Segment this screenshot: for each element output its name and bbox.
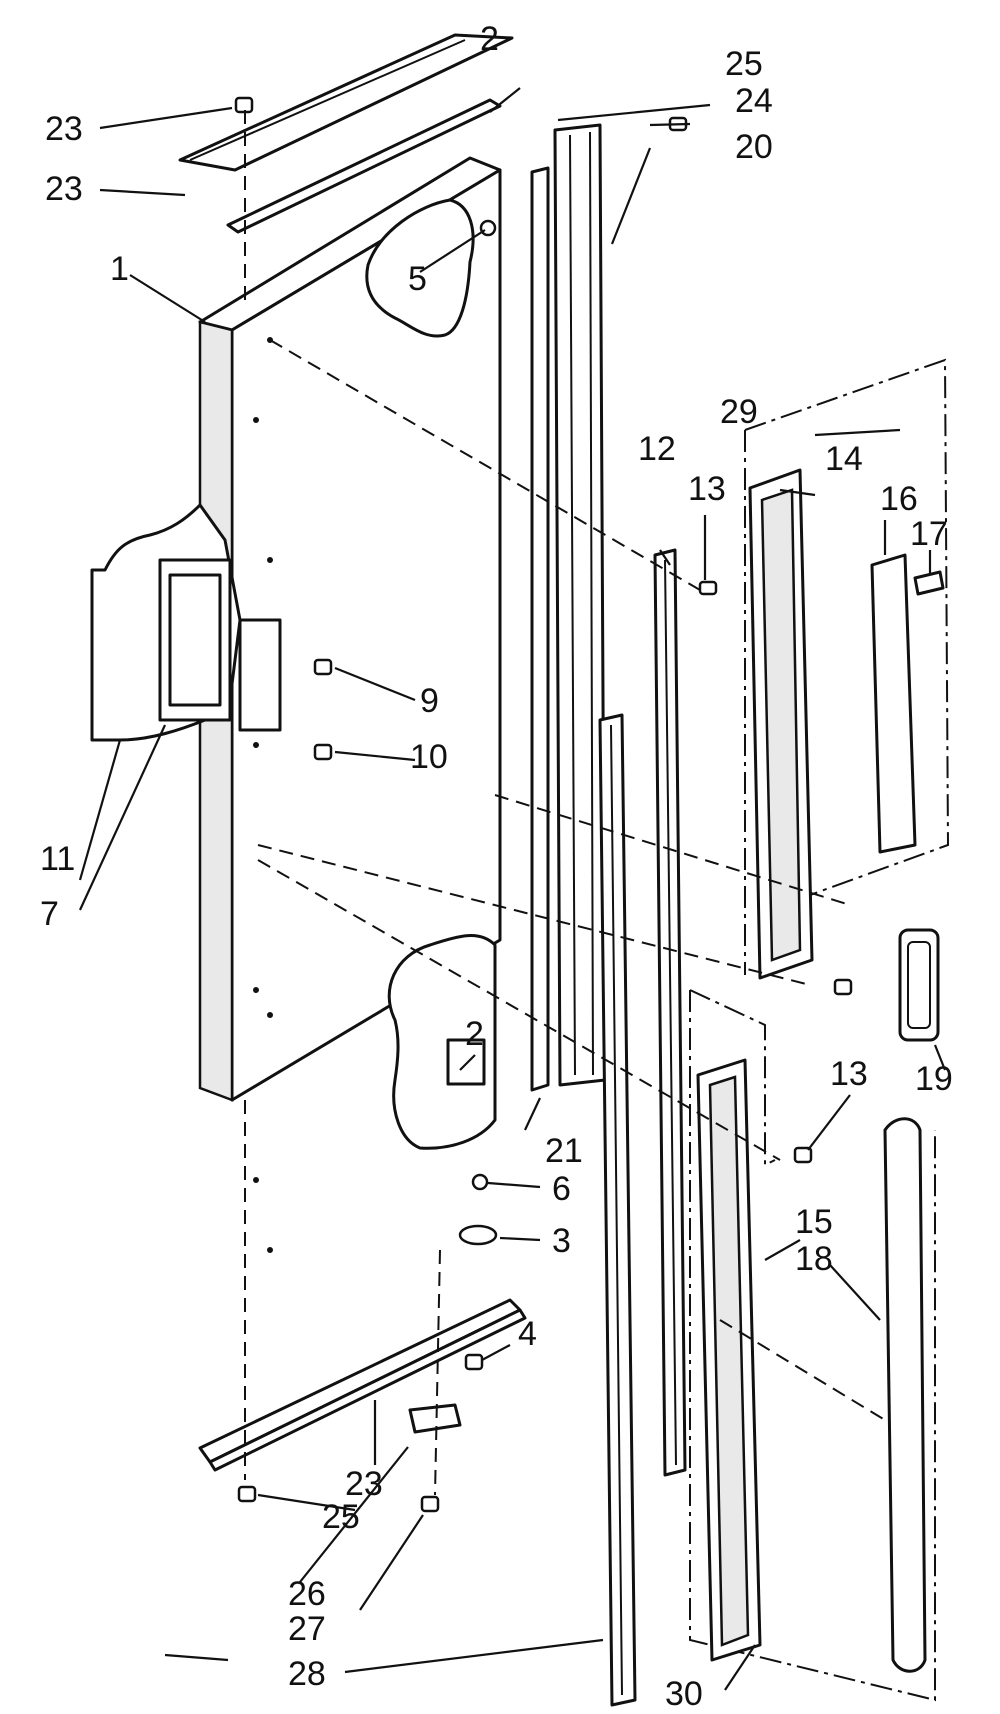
hinge-assembly-part-7	[90, 503, 282, 742]
callout-23-top-left: 23	[45, 110, 83, 148]
callout-2-top: 2	[480, 20, 499, 58]
callout-23-top-right: 24	[735, 82, 773, 120]
callout-9: 9	[420, 682, 439, 720]
callout-19: 19	[915, 1060, 953, 1098]
callout-11: 11	[40, 840, 75, 878]
callout-28: 28	[288, 1655, 326, 1693]
callout-25: 21	[545, 1132, 583, 1170]
handle-trim-part-12	[653, 548, 687, 1477]
leader-lines	[78, 87, 947, 1691]
callout-21: 23	[45, 170, 83, 208]
callout-20: 20	[735, 128, 773, 166]
hardware-fasteners	[234, 96, 853, 1513]
callout-17: 17	[910, 515, 948, 553]
callout-7: 7	[40, 895, 59, 933]
callout-2: 2	[465, 1015, 484, 1053]
handle-rail-part-20	[553, 123, 607, 1087]
callout-4: 4	[518, 1315, 537, 1353]
callout-5: 5	[408, 260, 427, 298]
upper-handle-group-part-29	[744, 358, 950, 1042]
callout-22: 23	[345, 1465, 383, 1503]
trim-bar-part-28	[598, 713, 637, 1707]
callout-1: 1	[110, 250, 129, 288]
callout-29: 29	[720, 393, 758, 431]
bottom-trim-part-22	[198, 1298, 527, 1472]
callout-27: 27	[288, 1610, 326, 1648]
top-trim-part-21	[178, 33, 514, 234]
gasket-strip-part-25	[530, 166, 550, 1092]
callout-3: 3	[552, 1222, 571, 1260]
callout-26: 26	[288, 1575, 326, 1613]
callout-16: 16	[880, 480, 918, 518]
callout-13-upper: 13	[688, 470, 726, 508]
callout-24: 25	[725, 45, 763, 83]
callout-labels: 23 23 1 2 25 24 20 5 29 12 13 14 16 17 9…	[40, 20, 953, 1713]
callout-6: 6	[552, 1170, 571, 1208]
callout-15: 15	[795, 1203, 833, 1241]
callout-10: 10	[410, 738, 448, 776]
assembly-lines	[244, 110, 886, 1496]
callout-13-lower: 13	[830, 1055, 868, 1093]
lower-handle-group-part-30	[689, 989, 936, 1702]
callout-12: 12	[638, 430, 676, 468]
callout-14: 14	[825, 440, 863, 478]
callout-30: 30	[665, 1675, 703, 1713]
callout-23-bottom: 25	[322, 1498, 360, 1536]
callout-18: 18	[795, 1240, 833, 1278]
